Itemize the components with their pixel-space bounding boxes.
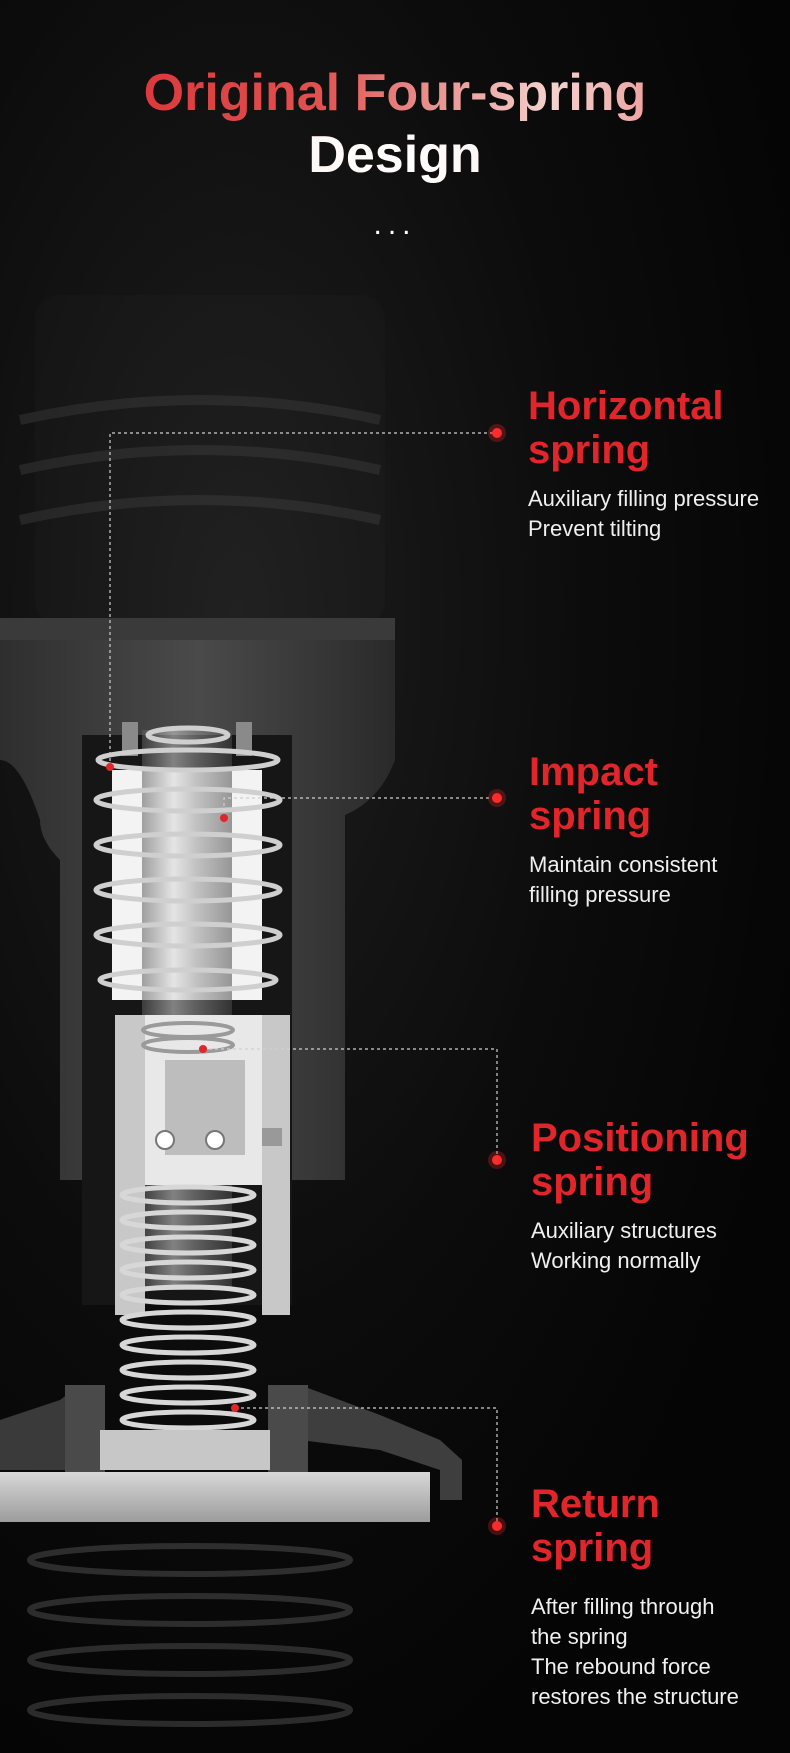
callout-positioning-spring: Positioning spring Auxiliary structures … — [531, 1116, 790, 1276]
impact-spring-coils — [93, 725, 283, 993]
part-marker-dots — [106, 763, 239, 1412]
base-plate — [0, 1472, 430, 1522]
shadow-spring-below — [27, 1543, 353, 1727]
positioning-assembly — [115, 1015, 290, 1315]
callout-horizontal-spring: Horizontal spring Auxiliary filling pres… — [528, 384, 790, 544]
return-spring-coils — [119, 1184, 257, 1431]
title-line-1: Original Four-spring — [143, 64, 647, 122]
callout-description: Auxiliary structures Working normally — [531, 1218, 717, 1273]
callout-description: Maintain consistent filling pressure — [529, 852, 718, 907]
callout-heading: Positioning spring — [531, 1116, 749, 1204]
callout-impact-spring: Impact spring Maintain consistent fillin… — [529, 750, 790, 910]
center-shaft — [142, 730, 232, 1290]
top-threads — [122, 722, 252, 756]
callout-heading: Return spring — [531, 1482, 660, 1570]
callout-heading: Horizontal spring — [528, 384, 724, 472]
ghost-background-spring — [18, 395, 382, 525]
title-line-2: Design — [0, 124, 790, 186]
callout-description: After filling through the spring The reb… — [531, 1594, 739, 1709]
callout-dots — [488, 424, 506, 1535]
callout-return-spring: Return spring After filling through the … — [531, 1482, 790, 1712]
page-title: Original Four-spring Design — [0, 62, 790, 186]
callout-heading: Impact spring — [529, 750, 658, 838]
ellipsis-divider: ... — [373, 208, 417, 241]
leader-lines — [109, 432, 498, 1526]
lower-collar — [0, 1385, 462, 1500]
callout-description: Auxiliary filling pressure Prevent tilti… — [528, 486, 760, 541]
